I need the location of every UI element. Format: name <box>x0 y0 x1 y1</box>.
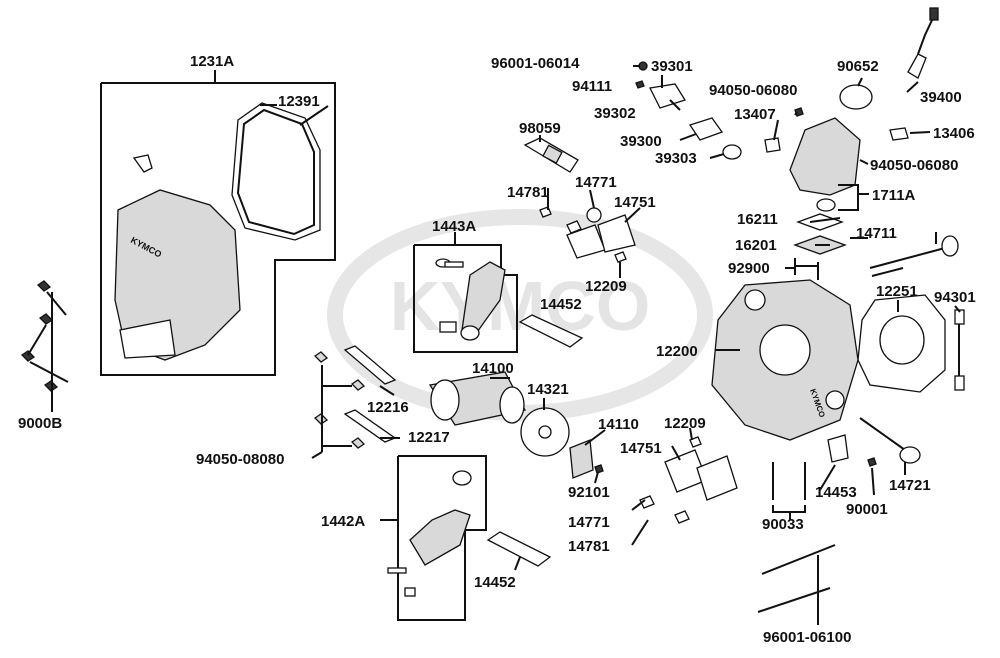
intake-valve-icon <box>869 235 959 277</box>
camshaft-group <box>428 371 570 457</box>
label-14781-b: 14781 <box>568 538 610 555</box>
rocker-arm-icon-lower <box>409 509 471 566</box>
intake-gaskets <box>793 213 847 280</box>
intake-manifold-group <box>764 7 939 212</box>
clamp-icon <box>839 84 873 110</box>
label-39400: 39400 <box>920 89 962 106</box>
label-14100: 14100 <box>472 360 514 377</box>
label-12251: 12251 <box>876 283 918 300</box>
label-1443a: 1443A <box>432 218 476 235</box>
label-14452-b: 14452 <box>474 574 516 591</box>
label-16211: 16211 <box>737 211 778 228</box>
label-94050-08080: 94050-08080 <box>196 451 284 468</box>
long-bolts <box>757 544 836 625</box>
label-14771-b: 14771 <box>568 514 610 531</box>
valve-springs-upper <box>539 206 636 263</box>
exhaust-valve-icon <box>859 417 921 464</box>
label-90001: 90001 <box>846 501 888 518</box>
label-12200: 12200 <box>656 343 698 360</box>
label-14781-a: 14781 <box>507 184 549 201</box>
rocker-arm-group-lower <box>387 455 487 621</box>
label-1231a: 1231A <box>190 53 234 70</box>
label-14771-a: 14771 <box>575 174 617 191</box>
spark-plug-icon <box>523 137 579 173</box>
label-94301: 94301 <box>934 289 976 306</box>
label-94111: 94111 <box>572 78 612 95</box>
label-13406: 13406 <box>933 125 975 142</box>
chain-guides <box>313 345 397 452</box>
label-14711: 14711 <box>856 225 897 242</box>
label-13407: 13407 <box>734 106 776 123</box>
label-39302: 39302 <box>594 105 636 122</box>
watermark-text: KYMCO <box>390 267 651 345</box>
label-16201: 16201 <box>735 237 777 254</box>
intake-manifold-icon <box>789 117 861 196</box>
dowel-pin-icon <box>954 309 965 391</box>
valve-springs-lower <box>639 436 738 524</box>
label-12209-b: 12209 <box>664 415 706 432</box>
cylinder-head-icon: KYMCO <box>711 279 859 441</box>
label-9000b: 9000B <box>18 415 62 432</box>
label-94050-06080-a: 94050-06080 <box>709 82 797 99</box>
cylinder-head-cover-group: KYMCO <box>100 70 336 376</box>
label-14751-a: 14751 <box>614 194 656 211</box>
label-92900: 92900 <box>728 260 770 277</box>
label-39303: 39303 <box>655 150 697 167</box>
label-90033: 90033 <box>762 516 804 533</box>
label-12209-a: 12209 <box>585 278 627 295</box>
label-39300: 39300 <box>620 133 662 150</box>
label-12216: 12216 <box>367 399 409 416</box>
label-96001-06014: 96001-06014 <box>491 55 580 72</box>
label-14721: 14721 <box>889 477 931 494</box>
sensor-icon <box>907 53 927 79</box>
gasket-icon <box>231 102 321 241</box>
label-1711a: 1711A <box>872 187 916 204</box>
label-92101: 92101 <box>568 484 610 501</box>
label-14321: 14321 <box>527 381 569 398</box>
part-labels: 1231A 12391 9000B 96001-06014 94111 3930… <box>18 53 976 646</box>
label-90652: 90652 <box>837 58 879 75</box>
rocker-shaft-lower-icon <box>486 531 552 567</box>
injector-group <box>633 61 742 160</box>
label-14453: 14453 <box>815 484 857 501</box>
label-12217: 12217 <box>408 429 450 446</box>
rocker-arm-group-upper <box>413 232 518 353</box>
label-96001-06100: 96001-06100 <box>763 629 851 646</box>
label-39301: 39301 <box>651 58 693 75</box>
label-1442a: 1442A <box>321 513 365 530</box>
label-12391: 12391 <box>278 93 320 110</box>
label-98059: 98059 <box>519 120 561 137</box>
label-14452-a: 14452 <box>540 296 582 313</box>
leader-lines <box>51 77 961 571</box>
rocker-shaft-upper-icon <box>518 314 584 348</box>
label-14751-b: 14751 <box>620 440 662 457</box>
kymco-watermark: KYMCO <box>327 209 713 421</box>
exhaust-small-parts <box>827 434 877 467</box>
label-14110: 14110 <box>598 416 639 433</box>
bolts-9000b <box>20 280 69 400</box>
cam-plate-group <box>569 439 604 479</box>
label-94050-06080-b: 94050-06080 <box>870 157 958 174</box>
head-gasket-icon <box>857 294 946 393</box>
head-cover-icon <box>114 189 241 361</box>
studs-90033 <box>772 462 806 513</box>
